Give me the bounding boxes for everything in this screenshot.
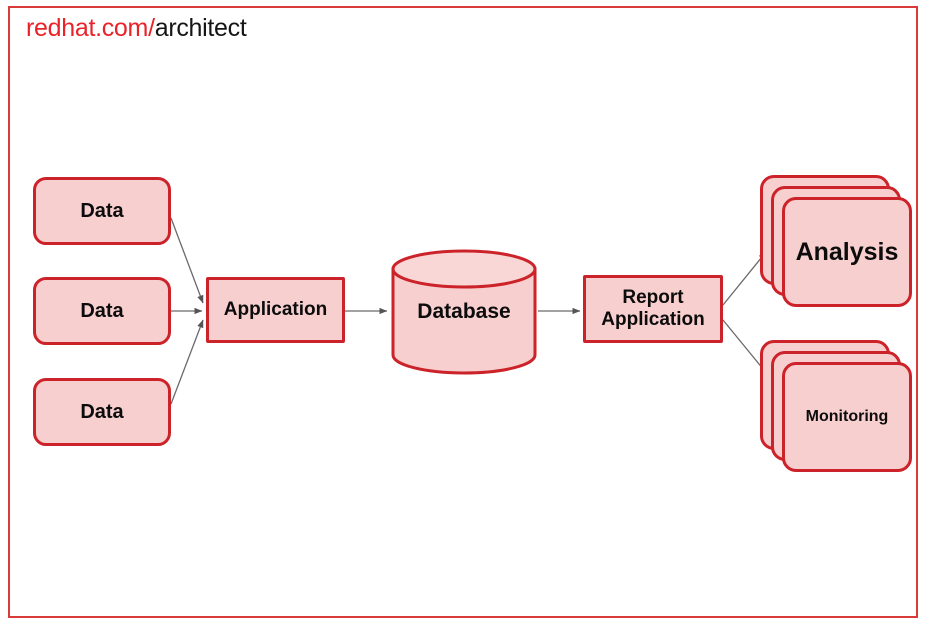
node-data-3[interactable]: Data bbox=[33, 378, 171, 446]
node-data-1[interactable]: Data bbox=[33, 177, 171, 245]
node-data-1-label: Data bbox=[80, 199, 124, 222]
edge-data1-application bbox=[170, 217, 204, 304]
edge-data3-application bbox=[170, 319, 204, 405]
brand-domain: redhat.com bbox=[26, 14, 149, 42]
node-application[interactable]: Application bbox=[206, 277, 345, 343]
database-cylinder-icon bbox=[391, 249, 537, 375]
node-monitoring-stack[interactable]: Monitoring bbox=[760, 340, 912, 472]
node-database[interactable]: Database bbox=[390, 248, 538, 376]
node-analysis-stack[interactable]: Analysis bbox=[760, 175, 912, 307]
node-report-application-label: Report Application bbox=[601, 287, 704, 331]
node-data-2-label: Data bbox=[80, 299, 124, 322]
node-report-line2: Application bbox=[601, 309, 705, 330]
node-database-label: Database bbox=[417, 300, 511, 323]
brand-section: architect bbox=[154, 14, 247, 42]
node-report-line1: Report bbox=[622, 286, 684, 308]
brand-separator: / bbox=[148, 14, 155, 42]
node-monitoring-label: Monitoring bbox=[805, 408, 889, 425]
node-data-3-label: Data bbox=[80, 400, 124, 423]
node-application-label: Application bbox=[223, 299, 328, 320]
node-analysis-label: Analysis bbox=[795, 237, 899, 266]
node-data-2[interactable]: Data bbox=[33, 277, 171, 345]
monitoring-card-front[interactable]: Monitoring bbox=[782, 362, 912, 472]
analysis-card-front[interactable]: Analysis bbox=[782, 197, 912, 307]
brand-title: redhat.com/architect bbox=[26, 16, 247, 41]
node-report-application[interactable]: Report Application bbox=[583, 275, 723, 343]
